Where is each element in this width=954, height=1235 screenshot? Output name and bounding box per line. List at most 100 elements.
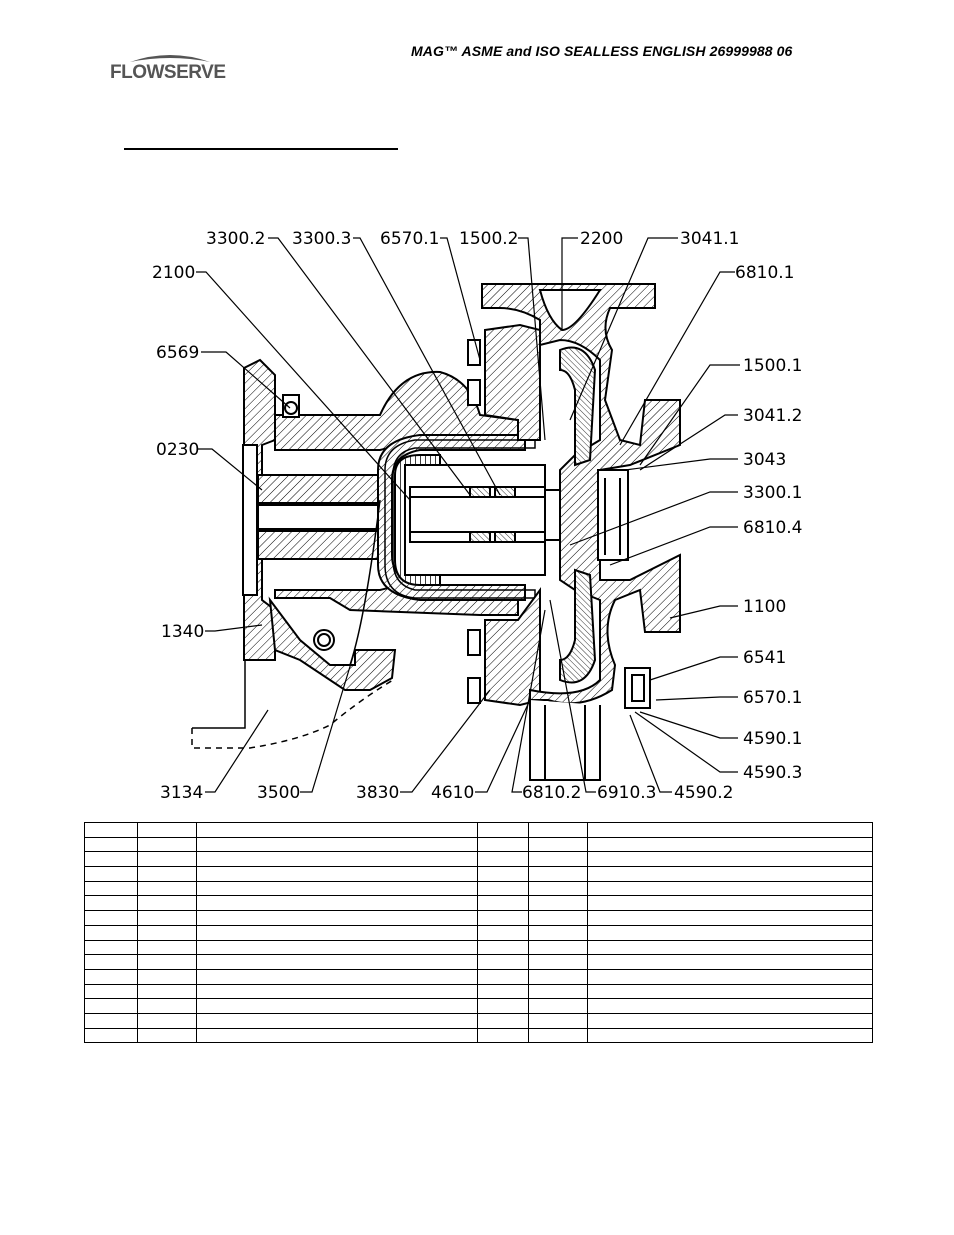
table-cell [528,998,588,1014]
table-cell [84,822,138,838]
callout-4590-1: 4590.1 [743,729,802,749]
table-cell [137,895,197,912]
table-cell [137,1012,197,1029]
callout-0230: 0230 [156,440,199,460]
table-cell [84,1027,138,1044]
callout-1500-2: 1500.2 [459,229,518,249]
table-cell [528,910,588,926]
pump-section-drawing: 3300.2 3300.3 6570.1 1500.2 2200 3041.1 … [152,229,802,803]
callout-2100: 2100 [152,263,195,283]
table-row [84,954,873,970]
table-cell [137,983,197,1000]
table-cell [587,998,873,1014]
callout-6810-4: 6810.4 [743,518,802,538]
table-cell [528,924,588,941]
table-row [84,1027,873,1044]
table-cell [137,910,197,926]
table-row [84,880,873,897]
callout-6810-2: 6810.2 [522,783,581,803]
table-cell [84,954,138,970]
table-cell [137,939,197,956]
callout-4590-3: 4590.3 [743,763,802,783]
drawing-linework [191,283,681,781]
table-cell [196,939,478,956]
table-row [84,851,873,868]
callout-1100: 1100 [743,597,786,617]
table-cell [84,998,138,1014]
table-cell [84,836,138,853]
table-cell [137,998,197,1014]
table-row [84,1012,873,1029]
table-cell [84,895,138,912]
table-cell [137,924,197,941]
table-cell [196,924,478,941]
table-cell [587,954,873,970]
table-cell [477,968,529,985]
table-cell [477,1027,529,1044]
table-cell [587,822,873,838]
table-row [84,998,873,1014]
table-row [84,895,873,912]
callout-3300-2: 3300.2 [206,229,265,249]
table-cell [84,1012,138,1029]
callout-3134: 3134 [160,783,203,803]
table-cell [196,910,478,926]
table-cell [196,954,478,970]
table-cell [84,910,138,926]
table-cell [477,924,529,941]
table-cell [477,998,529,1014]
callout-3830: 3830 [356,783,399,803]
table-cell [587,983,873,1000]
table-cell [587,836,873,853]
callout-6569: 6569 [156,343,199,363]
table-cell [528,1012,588,1029]
table-cell [196,866,478,882]
table-cell [587,968,873,985]
callout-3041-1: 3041.1 [680,229,739,249]
table-cell [477,1012,529,1029]
table-cell [196,822,478,838]
table-cell [587,851,873,868]
callout-6570-1-top: 6570.1 [380,229,439,249]
table-cell [137,822,197,838]
callout-6910-3: 6910.3 [597,783,656,803]
table-row [84,983,873,1000]
document-title: MAG™ ASME and ISO SEALLESS ENGLISH 26999… [411,43,793,59]
table-cell [477,983,529,1000]
table-cell [84,924,138,941]
table-cell [477,939,529,956]
table-cell [528,895,588,912]
callout-6541: 6541 [743,648,786,668]
table-cell [528,866,588,882]
table-cell [196,998,478,1014]
table-cell [528,954,588,970]
table-cell [196,895,478,912]
table-cell [587,880,873,897]
table-cell [196,1027,478,1044]
callout-labels: 3300.2 3300.3 6570.1 1500.2 2200 3041.1 … [152,229,802,803]
table-cell [528,983,588,1000]
table-cell [477,836,529,853]
callout-3043: 3043 [743,450,786,470]
table-cell [477,895,529,912]
table-cell [587,939,873,956]
table-row [84,822,873,838]
table-cell [137,880,197,897]
table-cell [587,895,873,912]
table-cell [137,866,197,882]
callout-1500-1: 1500.1 [743,356,802,376]
table-cell [587,866,873,882]
leader-lines [196,237,740,793]
table-row [84,836,873,853]
parts-table-body [84,822,873,1044]
table-cell [84,939,138,956]
table-row [84,968,873,985]
table-cell [528,968,588,985]
table-cell [587,1012,873,1029]
callout-3300-3: 3300.3 [292,229,351,249]
table-cell [477,910,529,926]
callout-3500: 3500 [257,783,300,803]
table-cell [528,836,588,853]
table-cell [84,851,138,868]
brand-wordmark: FLOWSERVE [110,62,226,83]
